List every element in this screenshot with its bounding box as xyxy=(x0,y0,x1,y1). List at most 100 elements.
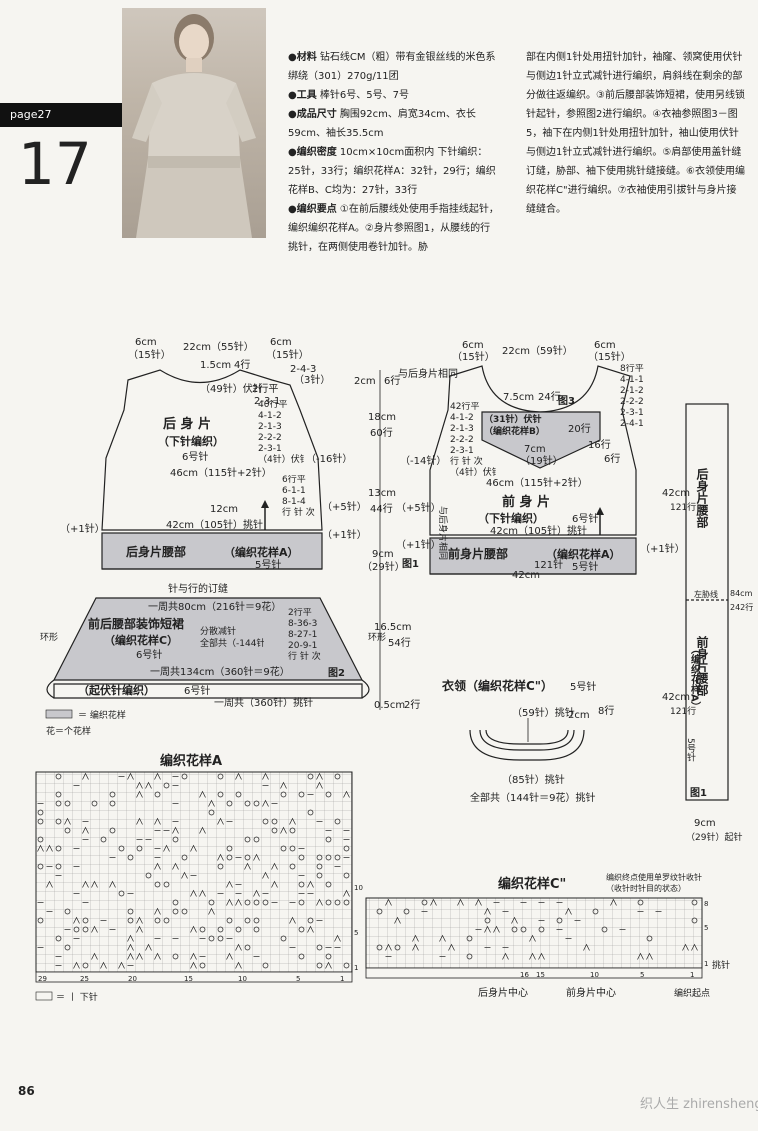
decrease-symbol xyxy=(208,907,215,915)
notes-text-1: ①在前后腰线处使用手指挂线起针，编织编织花样A。②身片参照图1，从腰线的行挑针，… xyxy=(288,204,499,253)
back-plus1b: （+1针） xyxy=(322,528,367,541)
collar-needle: 5号针 xyxy=(570,680,596,693)
chart-c-row-0: 8 xyxy=(704,900,708,908)
front-labels: 6cm （15针） 22cm（59针） 6cm （15针） 与后身片相同 7.5… xyxy=(396,340,685,581)
measure-waist-rows: （29针） xyxy=(362,560,405,573)
decrease-symbol xyxy=(136,790,143,798)
front-yoke-w: 7cm xyxy=(524,444,546,455)
decrease-symbol xyxy=(226,880,233,888)
decrease-symbol xyxy=(235,898,242,906)
yarn-over-symbol xyxy=(262,899,269,906)
back-flat2: 2行平 xyxy=(252,382,278,395)
side-panel-front: 前身片腰部 xyxy=(695,635,709,697)
decrease-symbol xyxy=(136,952,143,960)
yarn-over-symbol xyxy=(37,836,44,843)
decrease-symbol xyxy=(64,817,71,825)
side-panel-top-rows: 121行 xyxy=(670,501,696,513)
back-shoulder-l: 6cm xyxy=(135,337,157,348)
model-photo xyxy=(122,8,266,238)
back-neck-depth: 1.5cm xyxy=(200,360,231,371)
decrease-symbol xyxy=(316,781,323,789)
decrease-symbol xyxy=(46,844,53,852)
description-left: ●材料 钻石线CM（粗）带有金银丝线的米色系绑绕（301）270g/11团 ●工… xyxy=(288,48,500,257)
yarn-over-symbol xyxy=(55,845,62,852)
chart-c-start: 编织起点 xyxy=(674,987,710,999)
decrease-symbol xyxy=(145,781,152,789)
yarn-over-symbol xyxy=(334,818,341,825)
yarn-over-symbol xyxy=(64,944,71,951)
chart-c-note: 编织终点使用单罗纹针收针 （收针时针目的状态） xyxy=(606,873,702,893)
yarn-over-symbol xyxy=(691,917,698,924)
yarn-over-symbol xyxy=(145,872,152,879)
decrease-symbol xyxy=(235,943,242,951)
decrease-symbol xyxy=(484,925,491,933)
front-arrow-head xyxy=(596,507,604,515)
side-panel-width2: （29针）起针 xyxy=(686,831,742,843)
yarn-over-symbol xyxy=(253,926,260,933)
legend-flower: 花＝个花样 xyxy=(46,725,91,737)
skirt-title: 前后腰部装饰短裙 xyxy=(88,616,184,631)
back-arrow-head xyxy=(261,500,269,508)
yarn-over-symbol xyxy=(136,845,143,852)
back-armhole: 40行平 4-1-2 2-1-3 2-2-2 2-3-1 （4针）伏针 xyxy=(258,400,304,465)
back-top: 22cm（55针） xyxy=(183,340,254,353)
yarn-over-symbol xyxy=(376,908,383,915)
yarn-over-symbol xyxy=(208,935,215,942)
back-body-diagram xyxy=(101,369,323,570)
chart-a-col-2: 20 xyxy=(128,975,137,983)
decrease-symbol xyxy=(226,952,233,960)
front-waist-bottom: 42cm xyxy=(512,570,540,581)
chart-c-col-1: 15 xyxy=(536,971,545,979)
chart-c-col-3: 5 xyxy=(640,971,644,979)
decrease-symbol xyxy=(199,790,206,798)
measure-shoulder-rows: 6行 xyxy=(384,374,400,387)
collar-title: 衣领（编织花样C"） xyxy=(442,678,553,693)
yarn-over-symbol xyxy=(691,899,698,906)
yarn-over-symbol xyxy=(55,818,62,825)
decrease-symbol xyxy=(136,781,143,789)
decrease-symbol xyxy=(154,817,161,825)
yarn-over-symbol xyxy=(226,917,233,924)
skirt-loop-r: 环形 xyxy=(368,631,386,643)
front-yoke-side: 20行 xyxy=(568,422,591,435)
decrease-symbol xyxy=(271,862,278,870)
front-fig1: 图1 xyxy=(402,558,419,570)
collar-bottom: （85针）挑针 xyxy=(502,773,565,786)
decrease-symbol xyxy=(307,880,314,888)
back-plus1: （+1针） xyxy=(60,522,105,535)
front-needle: 6号针 xyxy=(572,512,598,525)
yarn-over-symbol xyxy=(520,926,527,933)
legend-knit-swatch xyxy=(35,991,53,1001)
yarn-over-symbol xyxy=(271,818,278,825)
yarn-over-symbol xyxy=(253,800,260,807)
yarn-over-symbol xyxy=(127,908,134,915)
back-shoulder-r: 6cm xyxy=(270,337,292,348)
yarn-over-symbol xyxy=(343,899,350,906)
yarn-over-symbol xyxy=(235,791,242,798)
chart-a-col-3: 15 xyxy=(184,975,193,983)
decrease-symbol xyxy=(145,943,152,951)
decrease-symbol xyxy=(475,898,482,906)
measure-hem-rows: 2行 xyxy=(404,698,420,711)
yarn-over-symbol xyxy=(37,917,44,924)
yarn-over-symbol xyxy=(118,890,125,897)
front-waist-needle: 5号针 xyxy=(572,560,598,573)
yarn-over-symbol xyxy=(127,854,134,861)
yarn-over-symbol xyxy=(55,800,62,807)
yarn-over-symbol xyxy=(244,836,251,843)
decrease-symbol xyxy=(394,916,401,924)
measure-armhole-rows: 60行 xyxy=(370,426,393,439)
decrease-symbol xyxy=(262,799,269,807)
yarn-over-symbol xyxy=(181,908,188,915)
yarn-over-symbol xyxy=(262,962,269,969)
decrease-symbol xyxy=(82,826,89,834)
yarn-over-symbol xyxy=(172,899,179,906)
yarn-over-symbol xyxy=(109,800,116,807)
yarn-over-symbol xyxy=(226,854,233,861)
decrease-symbol xyxy=(325,961,332,969)
front-neck-depth: 7.5cm xyxy=(503,392,534,403)
yarn-over-symbol xyxy=(484,917,491,924)
decrease-symbol xyxy=(637,952,644,960)
skirt-rows-fo: 2行平 8-36-3 8-27-1 20-9-1 行 针 次 xyxy=(288,608,321,662)
decrease-symbol xyxy=(412,943,419,951)
